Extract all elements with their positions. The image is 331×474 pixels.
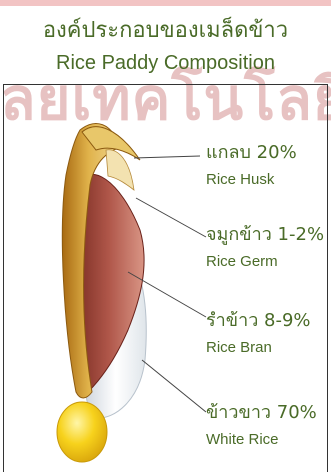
germ-english: Rice Germ [206, 252, 328, 272]
white-rice-leader-line [142, 360, 206, 412]
label-husk: แกลบ 20% Rice Husk [206, 142, 328, 190]
bran-english: Rice Bran [206, 338, 328, 358]
white-rice-english: White Rice [206, 430, 328, 450]
germ-thai: จมูกข้าว 1-2% [206, 224, 328, 246]
husk-leader-line [134, 156, 200, 158]
label-bran: รำข้าว 8-9% Rice Bran [206, 310, 328, 358]
germ-leader-line [136, 198, 206, 237]
rice-germ [57, 402, 107, 462]
bran-thai: รำข้าว 8-9% [206, 310, 328, 332]
label-germ: จมูกข้าว 1-2% Rice Germ [206, 224, 328, 272]
white-rice-thai: ข้าวขาว 70% [206, 402, 328, 424]
label-white-rice: ข้าวขาว 70% White Rice [206, 402, 328, 450]
husk-english: Rice Husk [206, 170, 328, 190]
husk-thai: แกลบ 20% [206, 142, 328, 164]
